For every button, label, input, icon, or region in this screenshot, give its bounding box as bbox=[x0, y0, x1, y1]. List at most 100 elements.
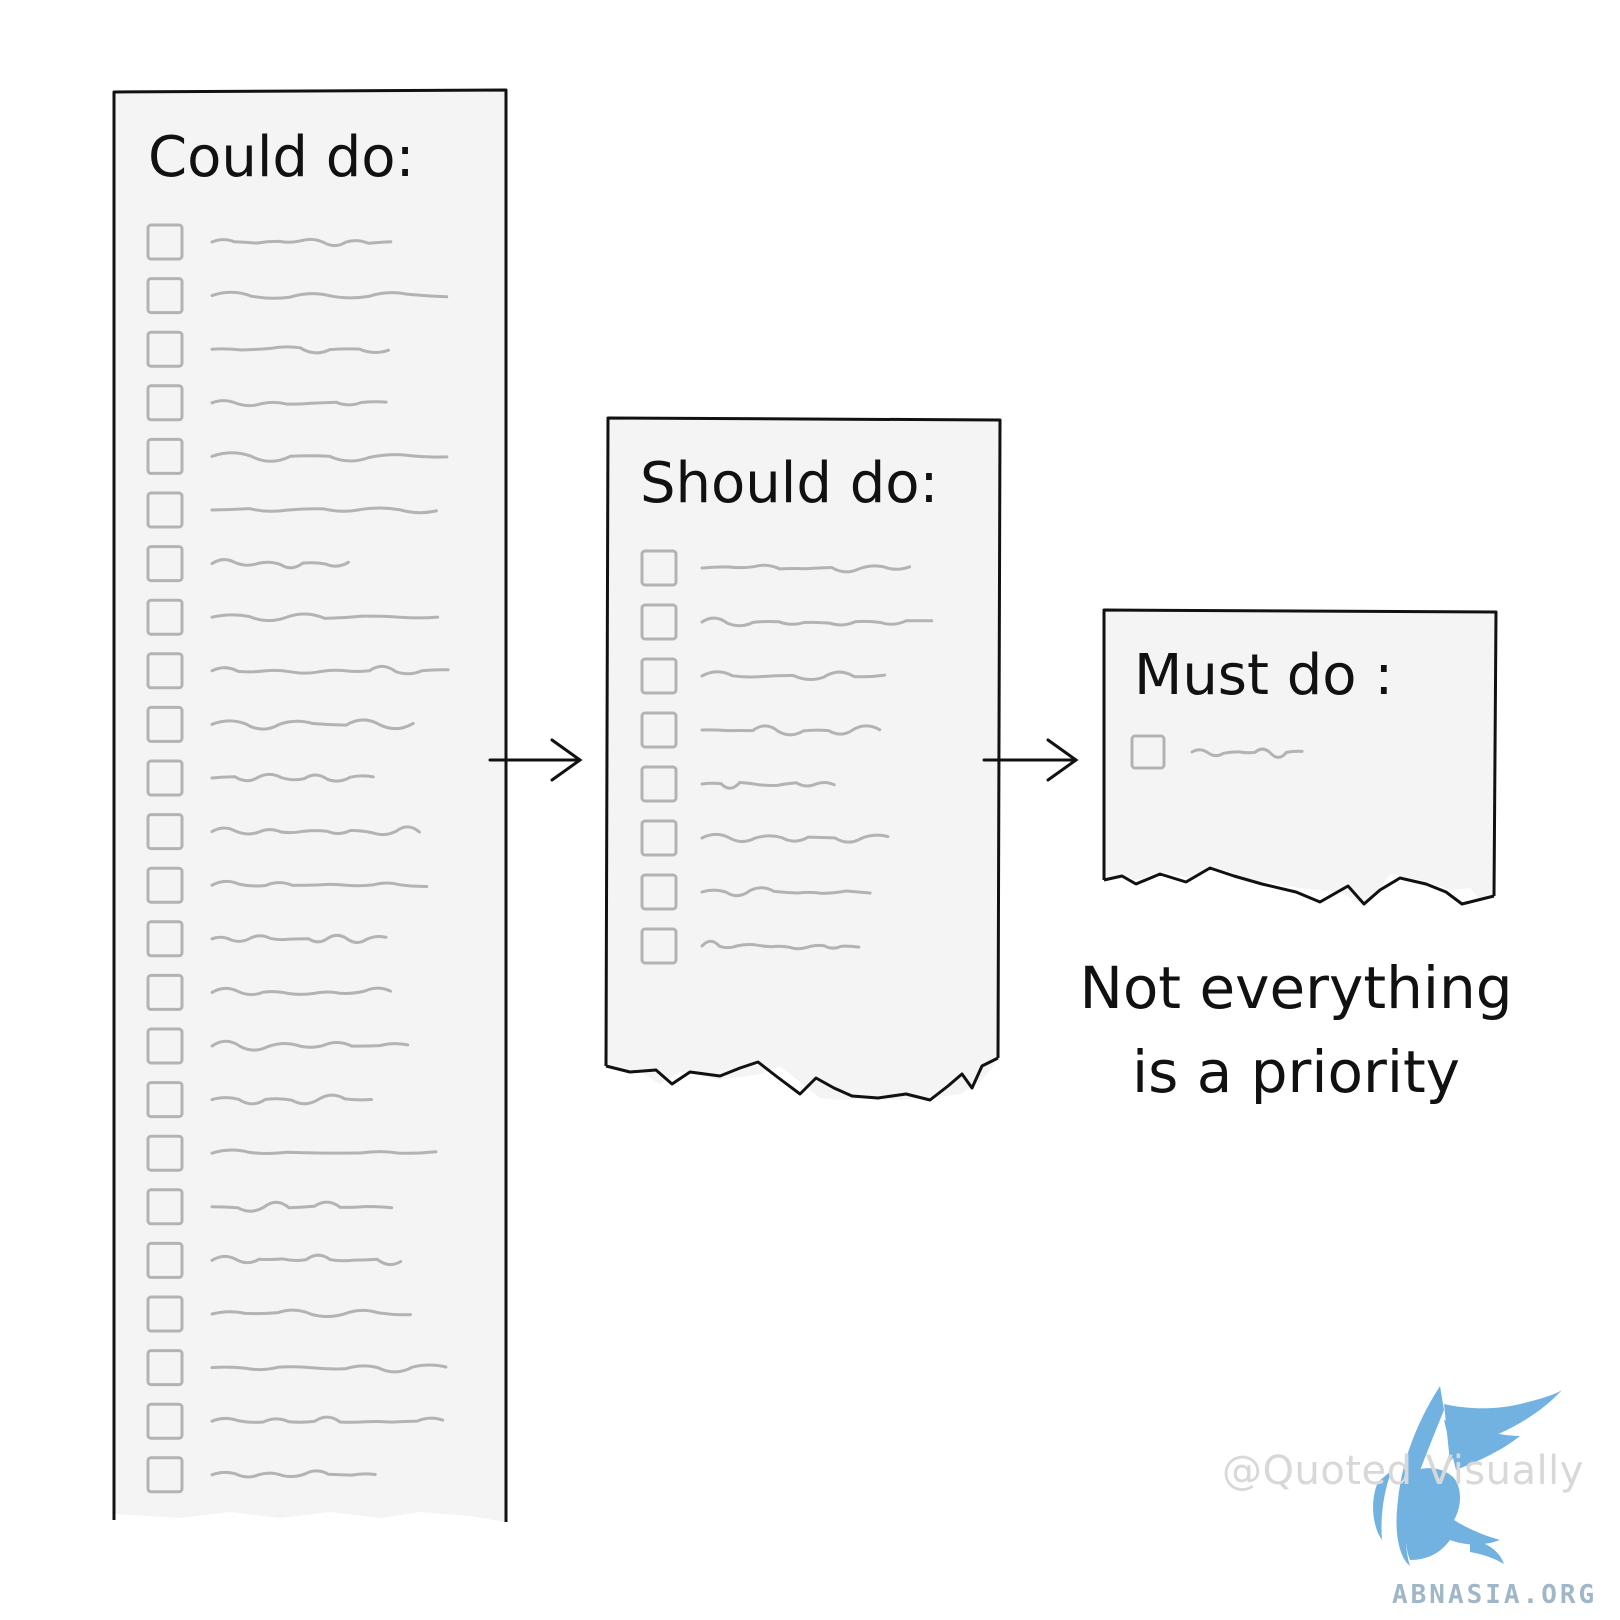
should-do-item bbox=[640, 765, 836, 803]
must-do-border bbox=[1102, 608, 1498, 897]
could-do-scribble bbox=[210, 718, 415, 731]
could-do-item bbox=[146, 866, 429, 904]
could-do-item bbox=[146, 1027, 410, 1065]
could-do-item bbox=[146, 277, 449, 315]
should-do-torn-edge bbox=[605, 1056, 999, 1102]
could-do-scribble bbox=[210, 933, 388, 945]
could-do-checkbox bbox=[146, 1188, 184, 1226]
could-do-item bbox=[146, 759, 375, 797]
could-do-checkbox bbox=[146, 598, 184, 636]
could-do-list: Could do: bbox=[112, 88, 508, 1522]
should-do-item bbox=[640, 819, 890, 857]
should-do-checkbox bbox=[640, 603, 678, 641]
could-do-scribble bbox=[210, 825, 421, 837]
could-do-scribble bbox=[210, 290, 449, 300]
could-do-item bbox=[146, 652, 450, 690]
could-do-checkbox bbox=[146, 384, 184, 422]
could-do-checkbox bbox=[146, 223, 184, 261]
could-do-item bbox=[146, 920, 388, 958]
must-do-title: Must do : bbox=[1134, 643, 1393, 708]
griffin-logo bbox=[1373, 1386, 1562, 1566]
should-do-item bbox=[640, 873, 872, 911]
should-do-scribble bbox=[700, 670, 887, 681]
could-do-checkbox bbox=[146, 1027, 184, 1065]
could-do-scribble bbox=[210, 664, 450, 676]
should-do-checkbox bbox=[640, 549, 678, 587]
should-do-checkbox bbox=[640, 711, 678, 749]
could-do-paper bbox=[114, 90, 506, 1522]
could-do-scribble bbox=[210, 345, 390, 355]
could-do-item bbox=[146, 598, 440, 636]
must-do-scribble bbox=[1190, 747, 1304, 759]
could-do-item bbox=[146, 705, 415, 743]
arrow-1 bbox=[488, 738, 583, 782]
should-do-scribble bbox=[700, 780, 836, 790]
could-do-item bbox=[146, 1241, 403, 1279]
could-do-checkbox bbox=[146, 1295, 184, 1333]
could-do-checkbox bbox=[146, 1456, 184, 1494]
could-do-scribble bbox=[210, 1093, 373, 1106]
should-do-scribble bbox=[700, 832, 890, 844]
should-do-list: Should do: bbox=[604, 416, 1002, 1102]
must-do-paper bbox=[1104, 610, 1496, 906]
could-do-title: Could do: bbox=[148, 125, 414, 190]
arrow-2 bbox=[982, 738, 1079, 782]
could-do-item bbox=[146, 813, 421, 851]
could-do-scribble bbox=[210, 1039, 410, 1052]
should-do-checkbox bbox=[640, 657, 678, 695]
should-do-scribble bbox=[700, 939, 861, 951]
must-do-item bbox=[1130, 734, 1304, 770]
could-do-scribble bbox=[210, 986, 392, 997]
should-do-paper bbox=[606, 418, 1000, 1100]
should-do-item bbox=[640, 549, 912, 587]
could-do-checkbox bbox=[146, 1402, 184, 1440]
could-do-item bbox=[146, 1188, 394, 1226]
could-do-checkbox bbox=[146, 437, 184, 475]
could-do-item bbox=[146, 545, 350, 583]
should-do-checkbox bbox=[640, 927, 678, 965]
could-do-item bbox=[146, 1349, 448, 1387]
could-do-item bbox=[146, 1134, 438, 1172]
must-do-items bbox=[1130, 734, 1304, 770]
caption-line-1: Not everything bbox=[1079, 954, 1512, 1022]
could-do-items bbox=[146, 223, 450, 1494]
could-do-checkbox bbox=[146, 545, 184, 583]
could-do-scribble bbox=[210, 1253, 403, 1267]
could-do-item bbox=[146, 973, 392, 1011]
could-do-checkbox bbox=[146, 1349, 184, 1387]
could-do-item bbox=[146, 1081, 373, 1119]
could-do-scribble bbox=[210, 451, 449, 463]
must-do-list: Must do : bbox=[1102, 608, 1498, 906]
should-do-scribble bbox=[700, 563, 912, 574]
could-do-checkbox bbox=[146, 491, 184, 529]
should-do-item bbox=[640, 603, 934, 641]
should-do-border bbox=[604, 416, 1002, 1067]
could-do-scribble bbox=[210, 1415, 445, 1424]
could-do-scribble bbox=[210, 237, 393, 248]
should-do-scribble bbox=[700, 886, 872, 898]
should-do-scribble bbox=[700, 724, 882, 737]
could-do-scribble bbox=[210, 558, 350, 570]
could-do-checkbox bbox=[146, 705, 184, 743]
could-do-scribble bbox=[210, 879, 429, 889]
could-do-scribble bbox=[210, 506, 438, 515]
must-do-torn-edge bbox=[1103, 866, 1495, 906]
could-do-checkbox bbox=[146, 330, 184, 368]
should-do-items bbox=[640, 549, 934, 965]
could-do-checkbox bbox=[146, 277, 184, 315]
must-do-checkbox bbox=[1130, 734, 1166, 770]
caption-line-2: is a priority bbox=[1132, 1038, 1460, 1106]
could-do-checkbox bbox=[146, 1134, 184, 1172]
could-do-border bbox=[112, 88, 508, 1522]
could-do-item bbox=[146, 1402, 445, 1440]
could-do-scribble bbox=[210, 1200, 394, 1213]
could-do-item bbox=[146, 1456, 377, 1494]
should-do-title: Should do: bbox=[640, 451, 938, 516]
could-do-checkbox bbox=[146, 920, 184, 958]
could-do-scribble bbox=[210, 399, 388, 408]
should-do-checkbox bbox=[640, 819, 678, 857]
credit-text: @Quoted Visually bbox=[1222, 1448, 1584, 1494]
could-do-checkbox bbox=[146, 866, 184, 904]
could-do-checkbox bbox=[146, 1081, 184, 1119]
should-do-scribble bbox=[700, 616, 934, 628]
